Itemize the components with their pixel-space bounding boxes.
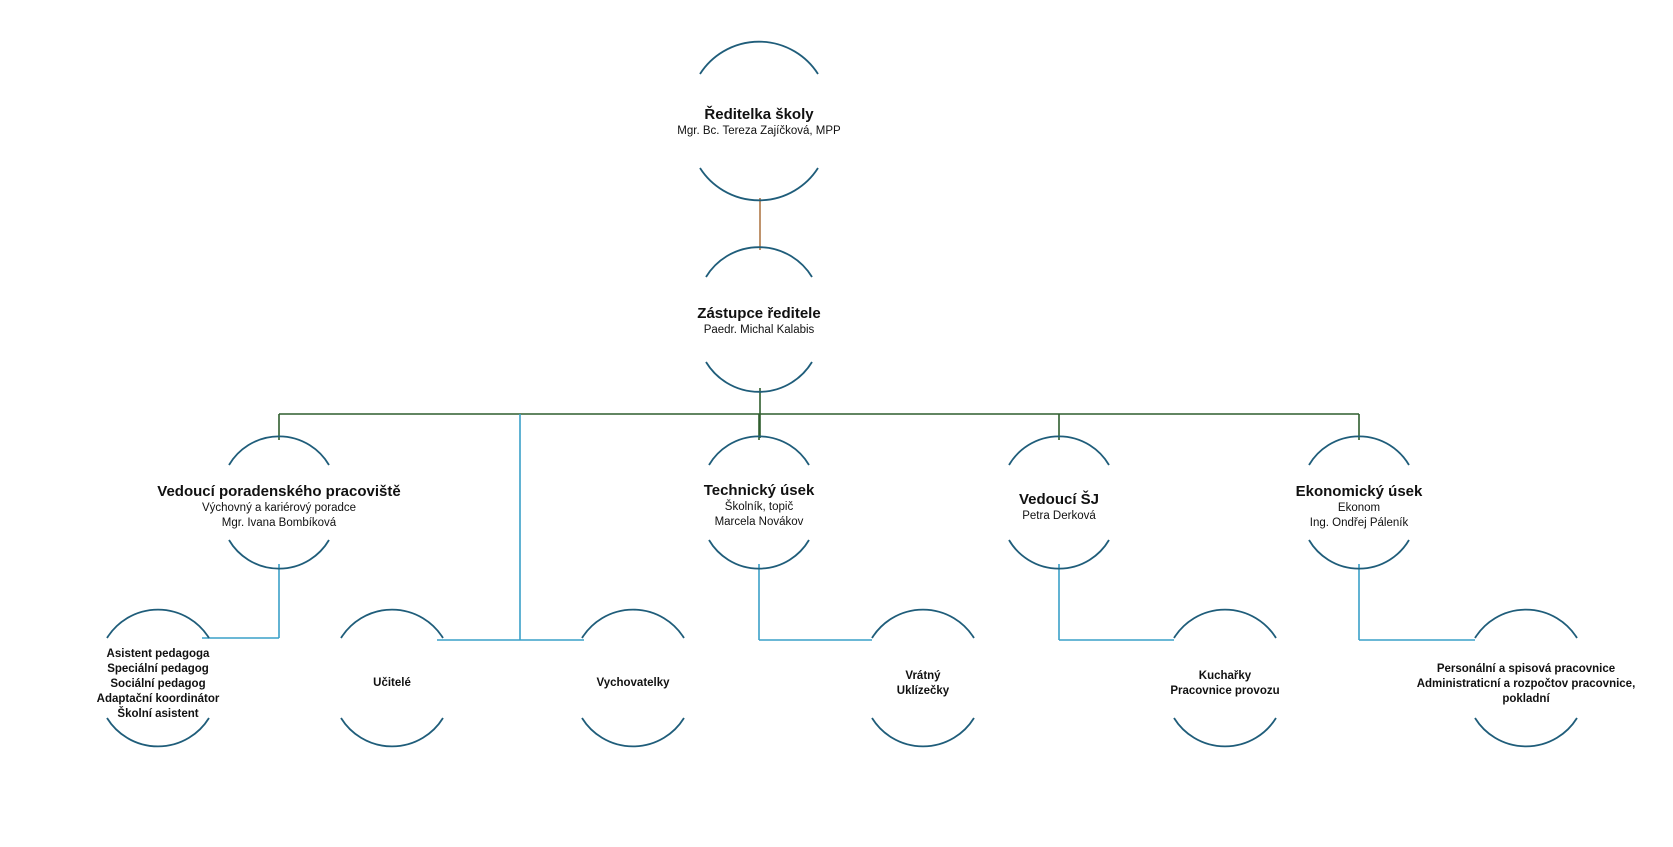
deputy-node-shape: [705, 246, 813, 393]
counseling-node-shape: [228, 435, 330, 570]
teachers-node: Učitelé: [292, 676, 492, 691]
porters-node-shape: [871, 608, 975, 748]
counseling-title: Vedoucí poradenského pracoviště: [157, 483, 401, 500]
technical-title: Technický úsek: [703, 482, 815, 499]
canteen-node: Vedoucí ŠJ Petra Derková: [909, 490, 1209, 524]
counseling-name: Mgr. Ivana Bombíková: [221, 517, 337, 529]
economic-node-shape: [1308, 435, 1410, 570]
technical-node: Technický úsek Školník, topič Marcela No…: [609, 481, 909, 530]
deputy-title: Zástupce ředitele: [697, 305, 821, 322]
educators-node: Vychovatelky: [533, 676, 733, 691]
teachers-line-1: Učitelé: [373, 677, 411, 689]
technical-node-shape: [708, 435, 810, 570]
porters-node: Vrátný Uklízečky: [823, 669, 1023, 699]
technical-name: Marcela Novákov: [714, 516, 804, 528]
sub-branch-connector: [202, 414, 1475, 641]
director-node-shape: [699, 40, 819, 202]
cooks-line-2: Pracovnice provozu: [1170, 685, 1280, 697]
admin-node-shape: [1474, 608, 1578, 748]
canteen-node-shape: [1008, 435, 1110, 570]
educators-line-1: Vychovatelky: [596, 677, 670, 689]
educators-node-shape: [581, 608, 685, 748]
cooks-line-1: Kuchařky: [1198, 670, 1252, 682]
admin-line-2: Administraticní a rozpočtov pracovnice,: [1416, 678, 1636, 690]
director-name: Mgr. Bc. Tereza Zajíčková, MPP: [677, 125, 841, 137]
director-node: Ředitelka školy Mgr. Bc. Tereza Zajíčkov…: [609, 105, 909, 139]
director-title: Ředitelka školy: [704, 106, 814, 123]
porters-line-2: Uklízečky: [896, 685, 950, 697]
assistants-line-5: Školní asistent: [117, 708, 199, 720]
economic-title: Ekonomický úsek: [1295, 483, 1423, 500]
porters-line-1: Vrátný: [905, 670, 941, 682]
teachers-node-shape: [340, 608, 444, 748]
main-branch-connector: [278, 388, 1360, 440]
admin-line-1: Personální a spisová pracovnice: [1436, 663, 1616, 675]
connectors: [202, 198, 1475, 641]
assistants-line-1: Asistent pedagoga: [106, 648, 210, 660]
technical-role: Školník, topič: [724, 501, 794, 513]
cooks-node-shape: [1173, 608, 1277, 748]
admin-node: Personální a spisová pracovnice Administ…: [1376, 662, 1673, 707]
deputy-node: Zástupce ředitele Paedr. Michal Kalabis: [609, 304, 909, 338]
economic-role: Ekonom: [1337, 502, 1381, 514]
admin-line-3: pokladní: [1502, 693, 1550, 705]
node-shapes: [106, 40, 1578, 748]
cooks-node: Kuchařky Pracovnice provozu: [1125, 669, 1325, 699]
assistants-line-2: Speciální pedagog: [107, 663, 209, 675]
canteen-title: Vedoucí ŠJ: [1018, 491, 1100, 508]
economic-name: Ing. Ondřej Páleník: [1309, 517, 1409, 529]
counseling-role: Výchovný a kariérový poradce: [201, 502, 357, 514]
canteen-name: Petra Derková: [1022, 510, 1096, 522]
assistants-node: Asistent pedagoga Speciální pedagog Soci…: [58, 647, 258, 722]
assistants-line-3: Sociální pedagog: [110, 678, 206, 690]
economic-node: Ekonomický úsek Ekonom Ing. Ondřej Pálen…: [1209, 482, 1509, 531]
counseling-node: Vedoucí poradenského pracoviště Výchovný…: [129, 482, 429, 531]
assistants-line-4: Adaptační koordinátor: [96, 693, 220, 705]
assistants-node-shape: [106, 608, 210, 748]
deputy-name: Paedr. Michal Kalabis: [703, 324, 815, 336]
